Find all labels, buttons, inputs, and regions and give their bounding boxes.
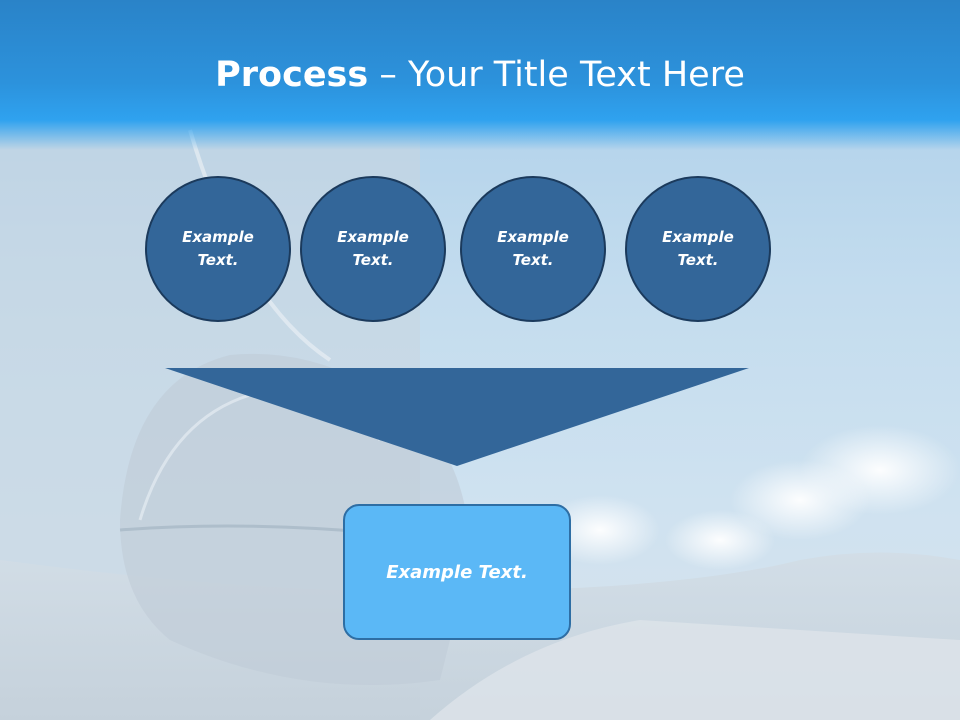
title-bar bbox=[0, 0, 960, 150]
title-rest-part: – Your Title Text Here bbox=[368, 55, 745, 95]
circle-3-label: Example Text. bbox=[497, 228, 569, 269]
process-step-circle-4: Example Text. bbox=[625, 176, 771, 322]
slide-title: Process – Your Title Text Here bbox=[0, 52, 960, 98]
process-step-circle-3: Example Text. bbox=[460, 176, 606, 322]
circle-4-label: Example Text. bbox=[662, 228, 734, 269]
title-bold-part: Process bbox=[215, 55, 369, 95]
process-step-circle-1: Example Text. bbox=[145, 176, 291, 322]
circle-2-label: Example Text. bbox=[337, 228, 409, 269]
result-box: Example Text. bbox=[343, 504, 571, 640]
funnel-arrow bbox=[165, 368, 749, 466]
result-label: Example Text. bbox=[386, 561, 528, 583]
circle-1-label: Example Text. bbox=[182, 228, 254, 269]
process-step-circle-2: Example Text. bbox=[300, 176, 446, 322]
